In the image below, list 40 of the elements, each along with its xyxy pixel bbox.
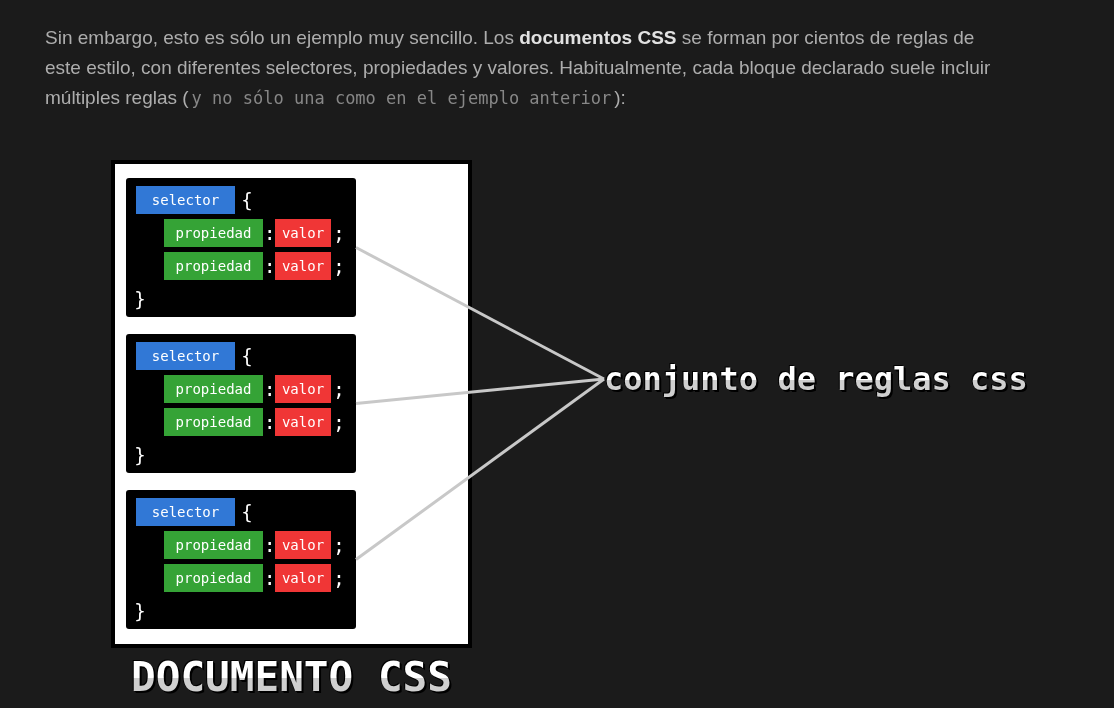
semicolon: ;: [332, 566, 346, 591]
code-block: [126, 490, 356, 629]
value-chip: valor: [275, 531, 331, 559]
connector-line: [355, 377, 605, 561]
close-brace: }: [133, 443, 147, 468]
selector-chip: selector: [136, 186, 235, 214]
selector-chip: selector: [136, 342, 235, 370]
close-brace: }: [133, 287, 147, 312]
semicolon: ;: [332, 377, 346, 402]
code-block: [126, 334, 356, 473]
close-brace: }: [133, 599, 147, 624]
value-chip: valor: [275, 408, 331, 436]
property-chip: propiedad: [164, 219, 263, 247]
colon: :: [264, 410, 274, 435]
property-chip: propiedad: [164, 531, 263, 559]
value-chip: valor: [275, 252, 331, 280]
value-chip: valor: [275, 375, 331, 403]
selector-chip: selector: [136, 498, 235, 526]
paragraph-text: Sin embargo, esto es sólo un ejemplo muy sencillo. Los documentos CSS se forman por cientos de reglas de este estilo, con diferentes selectores, propiedades y valores. Habitualmente, cada bloque declarado suele incluir múltiples reglas (y no sólo una como en el ejemplo anterior):: [45, 26, 992, 110]
property-chip: propiedad: [164, 252, 263, 280]
value-chip: valor: [275, 219, 331, 247]
code-block: [126, 178, 356, 317]
colon: :: [264, 566, 274, 591]
property-chip: propiedad: [164, 408, 263, 436]
semicolon: ;: [332, 221, 346, 246]
colon: :: [264, 254, 274, 279]
open-brace: {: [240, 500, 254, 525]
colon: :: [264, 533, 274, 558]
semicolon: ;: [332, 254, 346, 279]
open-brace: {: [240, 344, 254, 369]
connector-line: [355, 246, 605, 381]
semicolon: ;: [332, 410, 346, 435]
property-chip: propiedad: [164, 564, 263, 592]
value-chip: valor: [275, 564, 331, 592]
semicolon: ;: [332, 533, 346, 558]
open-brace: {: [240, 188, 254, 213]
property-chip: propiedad: [164, 375, 263, 403]
colon: :: [264, 377, 274, 402]
connector-line: [355, 377, 605, 405]
colon: :: [264, 221, 274, 246]
